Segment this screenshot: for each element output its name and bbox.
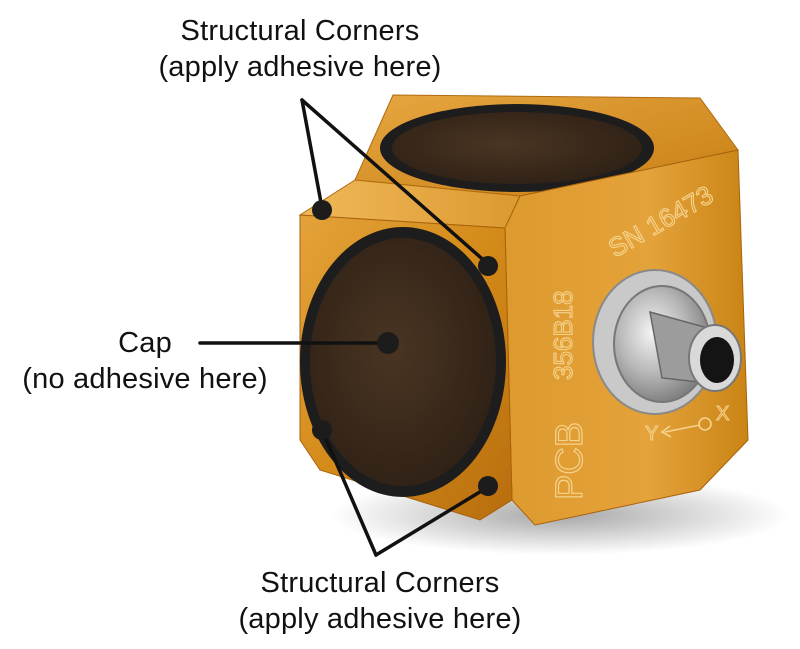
leader-lines xyxy=(198,98,490,557)
bottom-callout-title: Structural Corners xyxy=(260,567,500,599)
corner-dot-bottom-right xyxy=(478,476,498,496)
top-callout: Structural Corners (apply adhesive here) xyxy=(100,13,500,85)
top-callout-title: Structural Corners xyxy=(180,15,420,47)
model-marking: 356B18 xyxy=(548,290,578,380)
bottom-callout-note: (apply adhesive here) xyxy=(238,603,522,635)
axis-x-label: X xyxy=(716,403,729,425)
axis-y-label: Y xyxy=(645,423,658,445)
leader-bottom-left xyxy=(321,430,378,557)
corner-dot-top-left xyxy=(312,200,332,220)
leader-top-right xyxy=(300,98,490,266)
front-cap xyxy=(310,238,496,486)
corner-dot-top-right xyxy=(478,256,498,276)
top-callout-note: (apply adhesive here) xyxy=(158,51,442,83)
bottom-callout: Structural Corners (apply adhesive here) xyxy=(180,565,580,637)
leader-bottom-right xyxy=(374,485,490,557)
connector-hole xyxy=(700,337,734,383)
cap-dot xyxy=(377,332,399,354)
brand-marking: PCB xyxy=(549,422,591,500)
top-cap xyxy=(392,112,642,184)
leader-top-left xyxy=(300,98,324,210)
corner-dot-bottom-left xyxy=(312,420,332,440)
axis-marking xyxy=(660,417,712,438)
cap-callout: Cap (no adhesive here) xyxy=(0,325,290,397)
cap-callout-title: Cap xyxy=(118,327,172,359)
cap-callout-note: (no adhesive here) xyxy=(22,363,268,395)
